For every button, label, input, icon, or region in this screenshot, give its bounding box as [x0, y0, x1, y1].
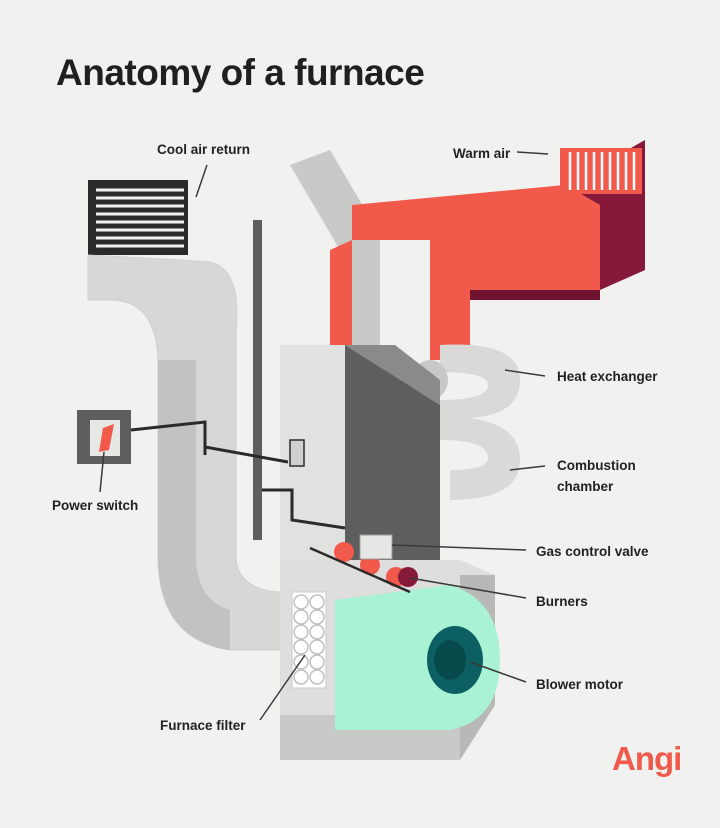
label-cool-air-return: Cool air return: [157, 142, 251, 157]
label-combustion-line2: chamber: [557, 478, 614, 494]
label-blower-motor: Blower motor: [536, 677, 624, 692]
label-combustion-line1: Combustion: [557, 458, 636, 473]
vent-pipe: [253, 220, 262, 540]
label-heat-exchanger: Heat exchanger: [557, 369, 658, 384]
label-combustion-chamber: Combustion chamber: [557, 456, 636, 498]
label-furnace-filter: Furnace filter: [160, 718, 246, 733]
label-power-switch: Power switch: [52, 498, 139, 513]
power-switch: [77, 410, 346, 530]
leader-lines: [99, 151, 549, 721]
flue-pipe: [290, 150, 380, 345]
label-warm-air: Warm air: [453, 146, 511, 161]
label-gas-control-valve: Gas control valve: [536, 544, 649, 559]
return-duct: [87, 254, 301, 651]
page-title: Anatomy of a furnace: [56, 52, 425, 93]
warm-air-duct: [330, 140, 645, 520]
angi-logo: Angi: [612, 740, 682, 777]
furnace-cabinet: [280, 345, 440, 560]
gas-control-valve: [359, 534, 393, 560]
cool-air-return-vent: [88, 180, 188, 255]
blower: [335, 585, 500, 730]
label-burners: Burners: [536, 594, 588, 609]
burners: [309, 542, 418, 594]
furnace-filter: [291, 591, 327, 689]
